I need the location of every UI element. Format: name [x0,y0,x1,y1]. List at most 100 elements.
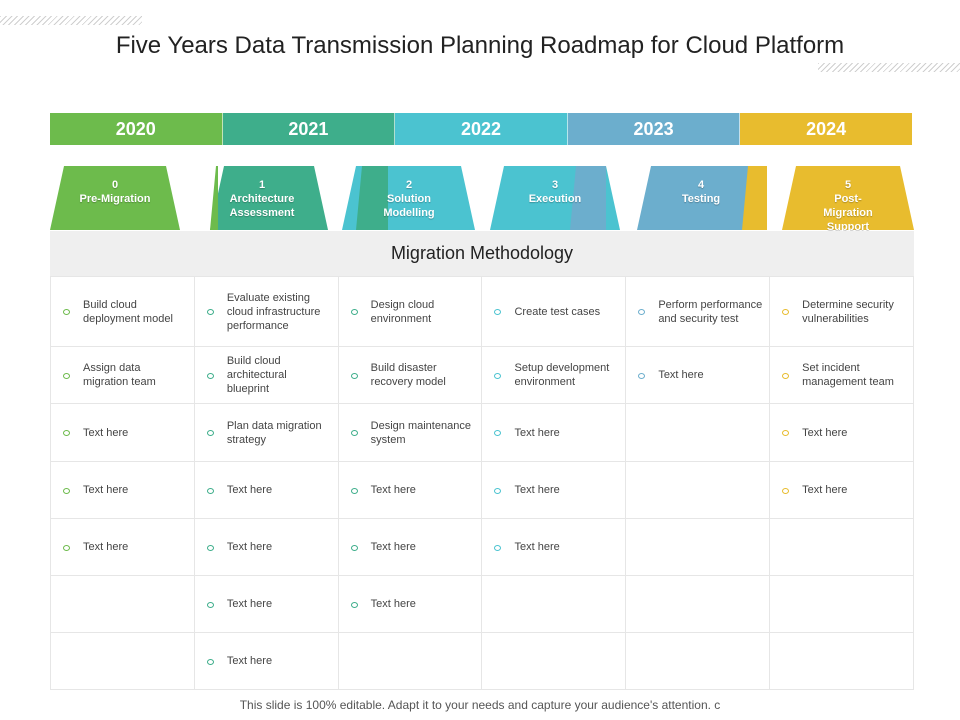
phase-shape-1 [210,166,328,230]
table-cell: Text here [193,461,339,519]
phase-shape-5 [782,166,914,230]
circle-bullet-icon [63,309,70,315]
table-cell: Text here [50,518,195,576]
list-item: Text here [494,540,619,554]
circle-bullet-icon [350,487,358,494]
list-item-text: Create test cases [514,305,601,318]
list-item-text: Text here [83,426,129,439]
table-cell: Text here [193,575,339,633]
table-cell: Build cloud architectural blueprint [193,346,339,404]
table-cell: Text here [625,346,771,404]
table-cell [337,632,483,690]
year-2020: 2020 [50,113,223,145]
circle-bullet-icon [350,601,358,608]
circle-bullet-icon [206,658,214,665]
phase-name: Architecture Assessment [229,193,295,219]
list-item-text: Build cloud architectural blueprint [226,355,287,395]
table-cell: Text here [769,461,914,519]
table-cell [625,518,771,576]
list-item-text: Plan data migration strategy [226,419,322,446]
list-item: Set incident management team [782,361,907,389]
circle-bullet-icon [206,309,214,315]
circle-bullet-icon [63,430,70,436]
list-item: Text here [494,483,619,497]
table-cell: Text here [193,632,339,690]
circle-bullet-icon [638,372,646,379]
circle-bullet-icon [638,309,646,315]
list-item: Text here [63,540,188,554]
circle-bullet-icon [206,487,214,494]
year-2023: 2023 [567,113,741,145]
phase-number: 0 [111,179,119,191]
table-cell [625,632,771,690]
circle-bullet-icon [782,309,790,315]
list-item: Build cloud architectural blueprint [206,354,332,396]
circle-bullet-icon [782,372,790,379]
phase-shape-0 [50,166,180,230]
table-cell: Set incident management team [769,346,914,404]
table-cell [625,403,771,462]
circle-bullet-icon [350,309,358,315]
list-item-text: Text here [226,484,273,496]
table-cell: Text here [193,518,339,576]
list-item-text: Text here [226,655,273,667]
circle-bullet-icon [350,372,358,379]
year-2022: 2022 [395,113,568,145]
circle-bullet-icon [494,544,502,551]
list-item-text: Perform performance and security test [658,298,763,325]
phase-connector-band [210,166,218,230]
circle-bullet-icon [350,430,358,436]
list-item: Design maintenance system [350,419,476,447]
list-item-text: Evaluate existing cloud infrastructure p… [226,291,321,332]
list-item: Text here [494,426,619,440]
circle-bullet-icon [63,544,70,551]
year-2024: 2024 [740,113,912,145]
circle-bullet-icon [494,487,502,494]
phase-number: 2 [405,179,413,191]
list-item: Create test cases [494,305,619,319]
list-item: Text here [782,483,907,497]
table-cell: Text here [337,518,483,576]
list-item: Assign data migration team [63,361,188,389]
list-item: Text here [206,540,332,554]
table-row: Assign data migration team Build cloud ar… [50,346,914,404]
table-cell [50,632,195,690]
page-title: Five Years Data Transmission Planning Ro… [115,32,845,59]
footer-note: This slide is 100% editable. Adapt it to… [239,698,721,712]
list-item-text: Text here [83,541,129,553]
list-item-text: Text here [802,426,848,439]
list-item: Text here [63,483,188,497]
table-cell: Text here [769,403,914,462]
table-cell: Assign data migration team [50,346,195,404]
list-item-text: Text here [514,484,560,496]
phase-trapezoid-1 [210,166,328,230]
circle-bullet-icon [206,601,214,608]
circle-bullet-icon [206,544,214,551]
list-item-text: Assign data migration team [83,362,156,388]
list-item: Text here [206,483,332,497]
phase-connector-fill [742,166,767,230]
table-cell [625,461,771,519]
table-cell: Text here [481,403,627,462]
circle-bullet-icon [206,372,214,379]
list-item: Text here [63,426,188,440]
table-cell [481,632,627,690]
list-item-text: Text here [226,598,273,610]
phase-number: 4 [697,179,705,191]
phase-number: 5 [844,179,852,191]
table-cell: Text here [481,461,627,519]
list-item-text: Text here [226,541,273,553]
list-item-text: Setup development environment [514,362,610,388]
phase-connector-fill [210,166,218,230]
table-cell: Determine security vulnerabilities [769,276,914,347]
